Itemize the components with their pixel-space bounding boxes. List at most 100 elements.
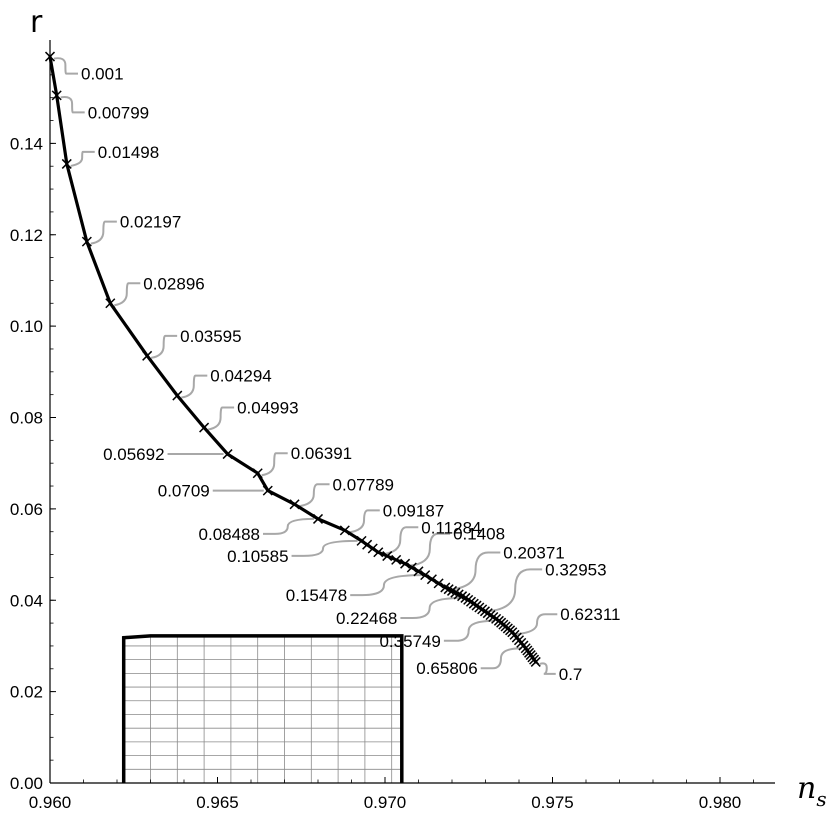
- annotation-label: 0.0709: [158, 482, 210, 501]
- annotation-label: 0.05692: [103, 445, 164, 464]
- annotation-label: 0.62311: [560, 605, 620, 624]
- annotation-label: 0.02197: [120, 213, 181, 232]
- y-tick-label: 0.02: [10, 683, 43, 702]
- data-point-marker: [491, 613, 502, 624]
- annotation-label: 0.32953: [545, 560, 606, 579]
- x-tick-label: 0.975: [531, 793, 574, 812]
- data-point-marker: [373, 547, 384, 558]
- data-point-marker: [61, 158, 72, 169]
- constraint-region: [121, 634, 404, 783]
- data-point-marker: [391, 554, 402, 565]
- data-point-marker: [105, 298, 116, 309]
- axes: [49, 40, 775, 784]
- annotation-leader: [150, 334, 178, 359]
- annotation-leader: [382, 526, 419, 556]
- data-point-marker: [142, 350, 153, 361]
- annotation-label: 0.20371: [503, 543, 564, 562]
- annotation-leader: [480, 647, 522, 670]
- data-point-marker: [252, 468, 263, 479]
- annotation-leader: [408, 532, 451, 567]
- data-point-marker: [172, 390, 183, 401]
- annotation-label: 0.65806: [416, 659, 477, 678]
- annotation-leader: [291, 539, 358, 557]
- data-point-marker: [51, 90, 62, 101]
- annotation-leader: [53, 57, 78, 75]
- annotation-leader: [443, 619, 495, 642]
- x-tick-label: 0.970: [364, 793, 407, 812]
- annotation-leader: [348, 509, 380, 534]
- annotation-label: 0.07789: [333, 475, 394, 494]
- annotation-label: 0.04294: [210, 367, 271, 386]
- data-point-marker: [312, 513, 324, 524]
- annotation-leader: [516, 613, 558, 636]
- annotation-leaders: [53, 57, 558, 675]
- data-point-marker: [44, 51, 56, 62]
- annotation-leader: [539, 662, 556, 675]
- x-tick-label: 0.980: [699, 793, 742, 812]
- y-tick-label: 0.04: [10, 591, 43, 610]
- annotation-label: 0.00799: [88, 103, 149, 122]
- x-axis-title: ns: [797, 771, 827, 811]
- x-axis-title-main: n: [797, 771, 816, 806]
- data-point-marker: [433, 578, 444, 589]
- y-tick-label: 0.06: [10, 500, 43, 519]
- data-point-marker: [356, 535, 367, 546]
- y-ticks: 0.00 0.02 0.04 0.06 0.08 0.10 0.12 0.14: [10, 74, 56, 793]
- annotation-leader: [60, 96, 85, 114]
- y-axis-title: r: [30, 5, 43, 40]
- annotation-labels: 0.001 0.00799 0.01498 0.02197 0.02896 0.03595…: [81, 65, 621, 684]
- annotation-leader: [207, 406, 235, 431]
- annotation-leader: [181, 374, 208, 399]
- x-axis-title-subscript: s: [816, 787, 826, 811]
- annotation-label: 0.001: [81, 65, 124, 84]
- data-point-marker: [199, 422, 210, 433]
- data-point-marker: [382, 551, 393, 562]
- annotation-leader: [114, 282, 141, 307]
- data-point-marker: [420, 570, 431, 581]
- data-point-marker: [222, 449, 233, 460]
- y-tick-label: 0.14: [10, 134, 43, 153]
- y-tick-label: 0.00: [10, 774, 43, 793]
- annotation-leader: [261, 452, 288, 477]
- annotation-leader: [263, 517, 315, 535]
- data-point-marker: [529, 654, 540, 665]
- annotation-label: 0.11284: [421, 518, 481, 537]
- x-ticks: 0.960 0.965 0.970 0.975 0.980: [29, 777, 754, 812]
- annotation-label: 0.7: [559, 665, 583, 684]
- data-point-marker: [262, 485, 273, 496]
- annotation-leader: [298, 483, 330, 508]
- series-markers: [44, 51, 541, 667]
- annotation-label: 0.06391: [291, 444, 352, 463]
- data-point-marker: [413, 566, 424, 577]
- data-point-marker: [400, 558, 411, 569]
- data-point-marker: [426, 574, 437, 585]
- annotation-label: 0.10585: [227, 547, 288, 566]
- annotation-leader: [486, 568, 543, 613]
- annotation-leader: [70, 150, 95, 167]
- y-tick-label: 0.12: [10, 226, 43, 245]
- data-point-marker: [367, 543, 378, 554]
- annotation-label: 0.1408: [453, 525, 505, 544]
- annotation-label: 0.15478: [286, 586, 347, 605]
- data-point-marker: [457, 591, 468, 602]
- annotation-label: 0.35749: [379, 632, 440, 651]
- annotation-leader: [449, 551, 501, 591]
- data-point-marker: [474, 602, 485, 613]
- annotation-label: 0.08488: [199, 525, 260, 544]
- x-tick-label: 0.960: [29, 793, 72, 812]
- annotation-leader: [350, 574, 422, 597]
- data-point-marker: [362, 539, 373, 550]
- annotation-label: 0.01498: [98, 143, 159, 162]
- annotation-label: 0.02896: [143, 274, 204, 293]
- region-outline: [121, 634, 404, 783]
- annotation-leader: [90, 220, 117, 245]
- annotation-label: 0.22468: [336, 609, 397, 628]
- x-tick-label: 0.965: [196, 793, 239, 812]
- annotation-label: 0.03595: [180, 327, 241, 346]
- data-point-marker: [81, 236, 92, 247]
- annotation-label: 0.09187: [383, 501, 444, 520]
- data-point-marker: [406, 562, 417, 573]
- y-tick-label: 0.10: [10, 317, 43, 336]
- y-tick-label: 0.08: [10, 409, 43, 428]
